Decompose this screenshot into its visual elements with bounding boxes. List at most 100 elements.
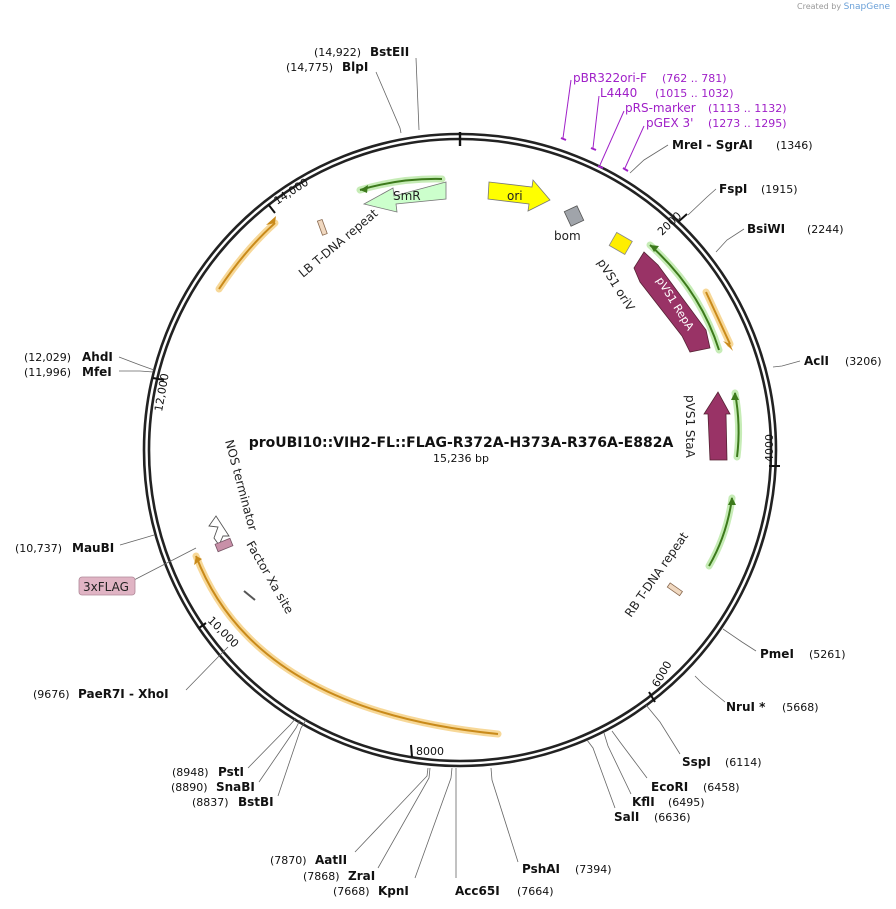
enzyme-name-pmei: PmeI	[760, 647, 794, 661]
enzyme-name-ecori: EcoRI	[651, 780, 688, 794]
smr-arc-head	[360, 185, 368, 193]
primer-pgex-range: (1273 .. 1295)	[708, 117, 787, 130]
enzyme-line-fspi	[687, 188, 717, 216]
enzyme-line-maubi	[119, 534, 155, 546]
enzyme-name-blpi: BlpI	[342, 60, 368, 74]
credit-prefix: Created by	[797, 2, 842, 11]
enzyme-pos-aatii: (7870)	[270, 854, 307, 867]
enzyme-line-ecori	[611, 730, 648, 779]
enzyme-pos-snabi: (8890)	[171, 781, 208, 794]
enzyme-name-bsteii: BstEII	[370, 45, 409, 59]
enzyme-line-pmei	[722, 628, 757, 652]
orf-arc-top-left-core	[218, 222, 276, 290]
enzyme-name-acc65i: Acc65I	[455, 884, 500, 898]
tick-mark-10000	[198, 622, 207, 629]
enzyme-pos-pmei: (5261)	[809, 648, 846, 661]
flag-leader	[133, 547, 197, 581]
factor-xa-feature: Factor Xa site	[214, 537, 296, 617]
orf-arc-top-left	[215, 219, 279, 293]
green-arcs	[356, 175, 743, 570]
enzyme-line-ahdi	[118, 356, 155, 371]
orf-arc-top-right-head	[723, 341, 733, 351]
pvs1-staa-arrow	[703, 391, 731, 461]
enzyme-name-sali: SalI	[614, 810, 639, 824]
flag-on-map	[214, 537, 234, 553]
enzyme-pos-kfli: (6495)	[668, 796, 705, 809]
primer-pbr322ori-leader	[562, 79, 572, 139]
primer-prs-range: (1113 .. 1132)	[708, 102, 787, 115]
lb-label: LB T-DNA repeat	[296, 206, 381, 280]
enzyme-pos-ahdi: (12,029)	[24, 351, 71, 364]
enzyme-name-maubi: MauBI	[72, 541, 114, 555]
bom-label: bom	[554, 229, 581, 243]
primer-pgex-name: pGEX 3'	[646, 116, 693, 130]
pvs1-staa-label: pVS1 StaA	[683, 395, 697, 459]
plasmid-name: proUBI10::VIH2-FL::FLAG-R372A-H373A-R376…	[249, 435, 674, 451]
tick-label-8000: 8000	[416, 745, 444, 758]
primer-pbr322ori-range: (762 .. 781)	[662, 72, 727, 85]
flag-callout: 3xFLAG	[78, 547, 197, 596]
enzyme-name-snabi: SnaBI	[216, 780, 255, 794]
tick-mark-2000	[677, 213, 688, 223]
enzyme-pos-bsiwi: (2244)	[807, 223, 844, 236]
primer-pgex-mark	[622, 167, 629, 172]
enzyme-name-bsiwi: BsiWI	[747, 222, 785, 236]
orf-arc-top-right-core	[705, 291, 731, 345]
nos-label: NOS terminator	[222, 438, 260, 532]
enzyme-name-fspi: FspI	[719, 182, 747, 196]
ori-arrow	[487, 179, 551, 212]
factor-xa-label: Factor Xa site	[243, 539, 296, 617]
enzyme-pos-blpi: (14,775)	[286, 61, 333, 74]
enzyme-line-aatii	[354, 767, 429, 853]
enzyme-name-bstbi: BstBI	[238, 795, 274, 809]
enzyme-line-bstbi	[277, 719, 307, 797]
enzyme-line-acli	[772, 360, 801, 368]
enzyme-name-mrei: MreI - SgrAI	[672, 138, 753, 152]
enzyme-line-mfei	[119, 370, 154, 373]
orf-arc-bottom-head	[194, 556, 202, 565]
nos-feature: NOS terminator	[208, 438, 260, 546]
enzyme-line-kpni	[414, 767, 453, 879]
enzyme-pos-fspi: (1915)	[761, 183, 798, 196]
green-arc-right-mid-head	[731, 392, 739, 400]
green-arc-right-low-head	[728, 497, 736, 505]
tick-mark-6000	[648, 691, 656, 703]
enzyme-line-sali	[586, 739, 616, 809]
enzyme-name-xhoi: PaeR7I - XhoI	[78, 687, 169, 701]
lb-box	[316, 218, 328, 236]
enzyme-line-psti	[247, 717, 297, 769]
enzyme-line-nrui	[694, 675, 726, 703]
orf-arc-bottom-core	[195, 555, 499, 735]
primer-pbr322ori-mark	[560, 137, 567, 141]
enzyme-line-kfli	[603, 732, 632, 795]
lb-feature: LB T-DNA repeat	[296, 206, 381, 280]
primer-pbr322ori-name: pBR322ori-F	[573, 71, 647, 85]
smr-feature: SmR	[362, 181, 447, 213]
ori-label: ori	[507, 189, 523, 203]
rb-feature: RB T-DNA repeat	[622, 529, 691, 619]
enzyme-line-zrai	[377, 767, 431, 869]
enzyme-name-psti: PstI	[218, 765, 244, 779]
enzyme-line-bsteii	[415, 57, 420, 131]
enzyme-pos-mfei: (11,996)	[24, 366, 71, 379]
enzyme-pos-acli: (3206)	[845, 355, 882, 368]
smr-arrow	[362, 181, 447, 213]
enzyme-name-acli: AclI	[804, 354, 829, 368]
enzyme-name-aatii: AatII	[315, 853, 347, 867]
flag-label: 3xFLAG	[83, 580, 129, 594]
pvs1-staa-feature: pVS1 StaA	[683, 391, 731, 461]
bom-box	[563, 205, 585, 227]
enzyme-pos-maubi: (10,737)	[15, 542, 62, 555]
enzyme-name-ahdi: AhdI	[82, 350, 113, 364]
orf-arcs	[192, 216, 734, 738]
rb-label: RB T-DNA repeat	[622, 529, 691, 619]
enzyme-name-kpni: KpnI	[378, 884, 409, 898]
enzyme-name-kfli: KflI	[632, 795, 655, 809]
enzyme-name-sspi: SspI	[682, 755, 711, 769]
enzyme-name-nrui: NruI *	[726, 700, 766, 714]
primer-prs-name: pRS-marker	[625, 101, 696, 115]
enzyme-line-snabi	[258, 719, 301, 783]
enzyme-pos-ecori: (6458)	[703, 781, 740, 794]
enzyme-pos-psti: (8948)	[172, 766, 209, 779]
